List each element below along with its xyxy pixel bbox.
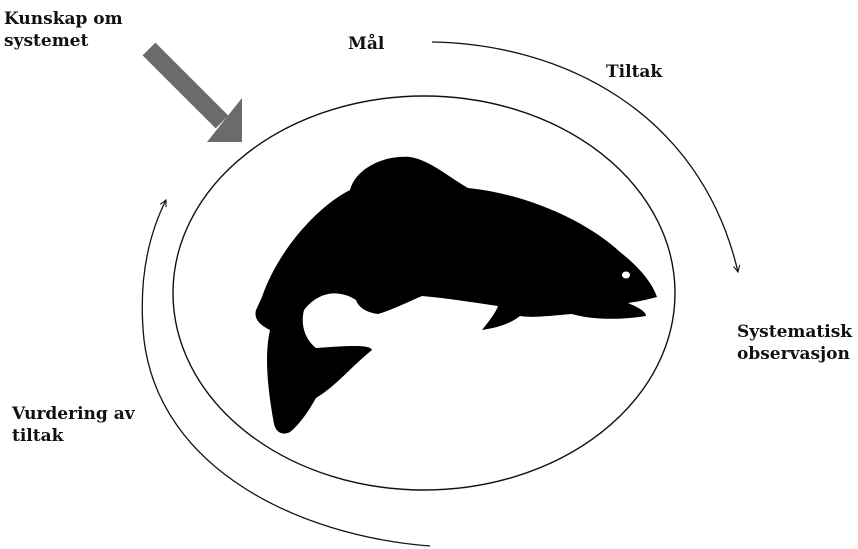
label-evaluation-line2: tiltak — [12, 426, 63, 447]
label-evaluation-line1: Vurdering av — [12, 404, 135, 425]
label-measure: Tiltak — [606, 62, 662, 83]
label-observation-line1: Systematisk — [737, 322, 852, 343]
label-observation-line2: observasjon — [737, 344, 850, 365]
knowledge-input-arrow-icon — [149, 49, 242, 142]
label-goal: Mål — [348, 34, 384, 55]
trout-silhouette-icon — [256, 157, 657, 434]
label-knowledge-line2: systemet — [4, 31, 88, 52]
label-knowledge-line1: Kunskap om — [4, 9, 123, 30]
